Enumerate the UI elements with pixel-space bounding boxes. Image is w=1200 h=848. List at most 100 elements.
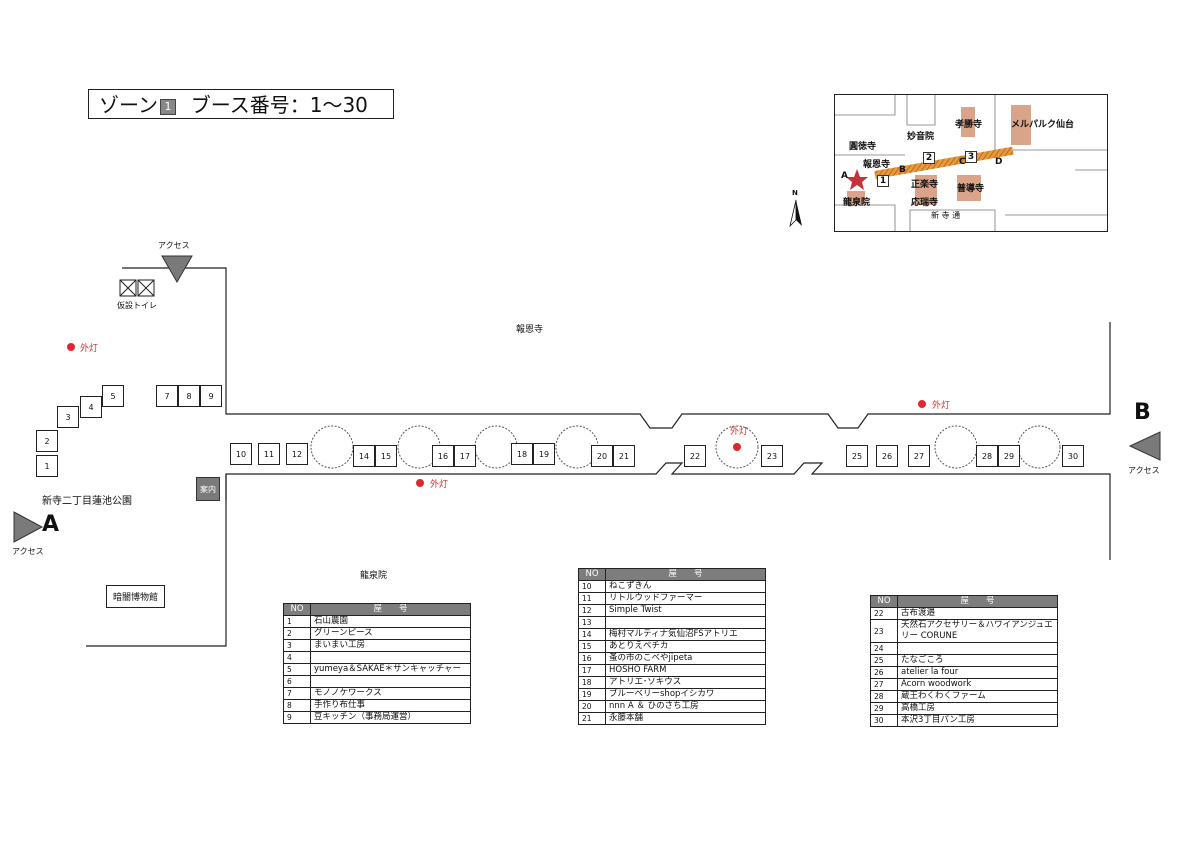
info-booth[interactable]: 案内 xyxy=(196,477,220,501)
booth-18[interactable]: 18 xyxy=(511,443,533,465)
row-shop-name: 永藤本舗 xyxy=(605,712,766,725)
booth-15[interactable]: 15 xyxy=(375,445,397,467)
booth-21[interactable]: 21 xyxy=(613,445,635,467)
row-number: 5 xyxy=(283,663,311,676)
row-shop-name: リトルウッドファーマー xyxy=(605,592,766,605)
booth-5[interactable]: 5 xyxy=(102,385,124,407)
booth-7[interactable]: 7 xyxy=(156,385,178,407)
booth-25[interactable]: 25 xyxy=(846,445,868,467)
col-name: 屋 号 xyxy=(310,603,471,616)
inset-label: 孝勝寺 xyxy=(955,120,983,130)
row-number: 21 xyxy=(578,712,606,725)
row-number: 25 xyxy=(870,654,898,667)
booth-28[interactable]: 28 xyxy=(976,445,998,467)
access-a-icon xyxy=(13,511,44,543)
row-number: 28 xyxy=(870,690,898,703)
lamp-icon xyxy=(918,400,926,408)
row-shop-name: ブルーベリーshopイシカワ xyxy=(605,688,766,701)
entrance-a-letter: A xyxy=(42,512,60,537)
row-shop-name: Acorn woodwork xyxy=(897,678,1058,691)
access-b-label: アクセス xyxy=(1128,466,1160,475)
park-label: 新寺二丁目蓮池公園 xyxy=(42,496,132,507)
booth-8[interactable]: 8 xyxy=(178,385,200,407)
row-number: 6 xyxy=(283,675,311,688)
north-label: N xyxy=(792,189,798,197)
row-number: 30 xyxy=(870,714,898,727)
road-upper-edge xyxy=(122,267,1111,429)
row-shop-name: 蔵王わくわくファーム xyxy=(897,690,1058,703)
booth-2[interactable]: 2 xyxy=(36,430,58,452)
booth-26[interactable]: 26 xyxy=(876,445,898,467)
toilet-label: 仮設トイレ xyxy=(117,301,157,310)
lamp-label: 外灯 xyxy=(932,401,951,411)
row-shop-name: 本沢3丁目パン工房 xyxy=(897,714,1058,727)
inset-map: 圓徳寺 妙音院 孝勝寺 メルパルク仙台 報恩寺 正楽寺 普導寺 龍泉院 応瑞寺 … xyxy=(834,94,1108,232)
row-number: 26 xyxy=(870,666,898,679)
booth-23[interactable]: 23 xyxy=(761,445,783,467)
inset-zone-1: 1 xyxy=(877,175,889,187)
row-number: 17 xyxy=(578,664,606,677)
col-no: NO xyxy=(578,568,606,581)
booth-29[interactable]: 29 xyxy=(998,445,1020,467)
booth-22[interactable]: 22 xyxy=(684,445,706,467)
lamp-icon xyxy=(416,479,424,487)
row-shop-name: たなごころ xyxy=(897,654,1058,667)
booth-4[interactable]: 4 xyxy=(80,396,102,418)
booth-16[interactable]: 16 xyxy=(432,445,454,467)
table-row: 4 xyxy=(283,651,471,664)
col-no: NO xyxy=(870,595,898,608)
inset-label: メルパルク仙台 xyxy=(1011,120,1075,130)
col-no: NO xyxy=(283,603,311,616)
row-number: 8 xyxy=(283,699,311,712)
row-number: 19 xyxy=(578,688,606,701)
lamp-label: 外灯 xyxy=(730,427,749,437)
booth-9[interactable]: 9 xyxy=(200,385,222,407)
row-number: 22 xyxy=(870,607,898,620)
col-name: 屋 号 xyxy=(605,568,766,581)
booth-20[interactable]: 20 xyxy=(591,445,613,467)
booth-14[interactable]: 14 xyxy=(353,445,375,467)
row-number: 18 xyxy=(578,676,606,689)
booth-11[interactable]: 11 xyxy=(258,443,280,465)
booth-17[interactable]: 17 xyxy=(454,445,476,467)
row-shop-name: アトリエ･ソキウス xyxy=(605,676,766,689)
row-shop-name: モノノケワークス xyxy=(310,687,471,700)
booth-12[interactable]: 12 xyxy=(286,443,308,465)
row-number: 4 xyxy=(283,651,311,664)
booth-3[interactable]: 3 xyxy=(57,406,79,428)
booth-19[interactable]: 19 xyxy=(533,443,555,465)
booth-27[interactable]: 27 xyxy=(908,445,930,467)
current-location-star-icon xyxy=(846,169,868,190)
row-shop-name xyxy=(310,651,471,664)
col-name: 屋 号 xyxy=(897,595,1058,608)
north-arrow-icon xyxy=(789,199,802,228)
row-number: 12 xyxy=(578,604,606,617)
row-shop-name: yumeya＆SAKAE＊サンキャッチャー xyxy=(310,663,471,676)
row-shop-name: 梅村マルティナ気仙沼FSアトリエ xyxy=(605,628,766,641)
row-shop-name: ねこずきん xyxy=(605,580,766,593)
table-row: 13 xyxy=(578,616,766,629)
row-number: 14 xyxy=(578,628,606,641)
inset-label: 正楽寺 xyxy=(911,180,939,190)
booth-10[interactable]: 10 xyxy=(230,443,252,465)
booth-1[interactable]: 1 xyxy=(36,455,58,477)
booth-30[interactable]: 30 xyxy=(1062,445,1084,467)
